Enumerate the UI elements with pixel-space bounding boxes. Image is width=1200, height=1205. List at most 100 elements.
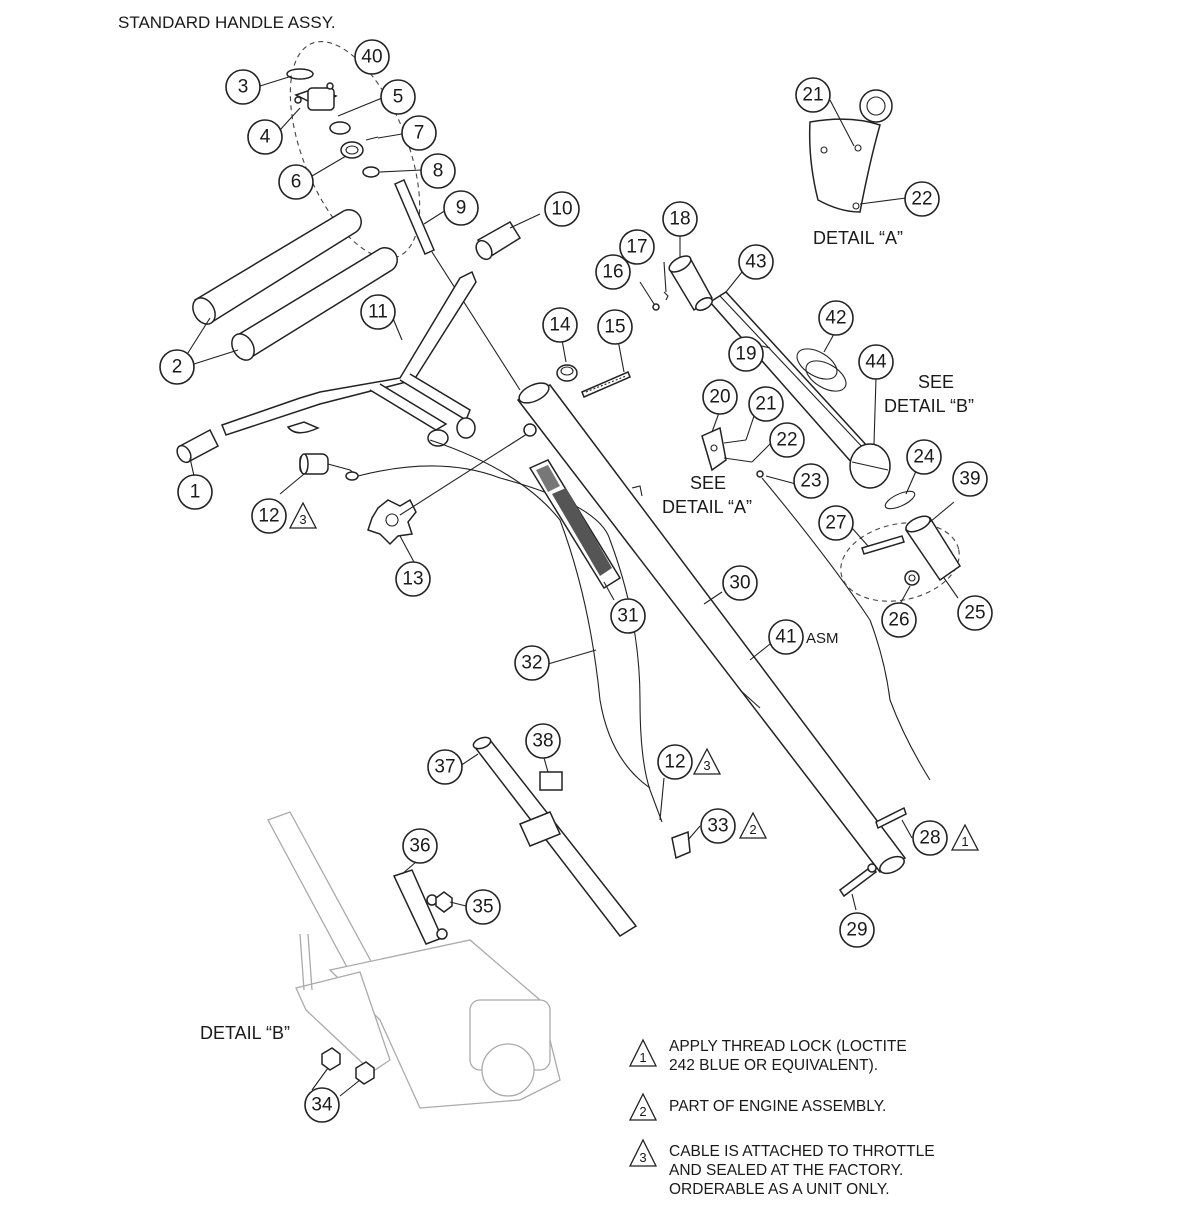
cable-32-path (429, 439, 651, 789)
svg-text:32: 32 (521, 653, 542, 674)
nut-35-part (435, 891, 453, 913)
svg-text:3: 3 (639, 1150, 646, 1165)
bolt-29-part (838, 863, 878, 898)
svg-text:10: 10 (551, 199, 572, 220)
callout-15: 15 (597, 309, 633, 345)
svg-text:21: 21 (802, 85, 823, 106)
callout-12-top: 12 (251, 498, 287, 534)
callout-25: 25 (957, 595, 993, 631)
svg-text:33: 33 (707, 816, 728, 837)
svg-text:8: 8 (433, 161, 444, 182)
note-marker-12-bottom: 3 (692, 747, 722, 775)
svg-text:27: 27 (825, 513, 846, 534)
svg-text:12: 12 (258, 506, 279, 527)
callout-21-detail: 21 (795, 77, 831, 113)
callout-22-detail: 22 (904, 181, 940, 217)
tube-19-part (668, 255, 883, 473)
svg-text:34: 34 (311, 1095, 333, 1116)
svg-text:1: 1 (639, 1050, 646, 1065)
main-handle-tube-part (516, 382, 907, 875)
callout-31: 31 (610, 598, 646, 634)
callout-43: 43 (738, 244, 774, 280)
svg-text:39: 39 (959, 469, 980, 490)
svg-text:17: 17 (626, 237, 647, 258)
svg-text:6: 6 (291, 172, 302, 193)
note-marker-12-top: 3 (288, 501, 318, 529)
svg-text:22: 22 (911, 189, 932, 210)
throttle-housing-part (286, 68, 521, 391)
nut-33-part (671, 830, 691, 860)
svg-text:11: 11 (368, 302, 388, 323)
callout-6: 6 (278, 164, 314, 200)
callout-29: 29 (839, 912, 875, 948)
callout-30: 30 (722, 565, 758, 601)
svg-text:13: 13 (402, 569, 423, 590)
asm-label: ASM (806, 630, 839, 647)
see-detail-b-line2: DETAIL “B” (884, 396, 974, 416)
throttle-body-39-part (861, 515, 962, 586)
callout-35: 35 (465, 889, 501, 925)
callout-19: 19 (728, 336, 764, 372)
detail-b-label: DETAIL “B” (200, 1023, 290, 1043)
ring-42-part (796, 348, 847, 392)
callout-32: 32 (514, 645, 550, 681)
note-3-line1: CABLE IS ATTACHED TO THROTTLE (669, 1143, 935, 1160)
callout-21-mid: 21 (748, 386, 784, 422)
svg-text:1: 1 (961, 834, 968, 849)
grip-1-part (176, 428, 219, 464)
decal-part (528, 459, 622, 590)
callout-38: 38 (525, 723, 561, 759)
svg-text:1: 1 (190, 482, 201, 503)
svg-text:40: 40 (361, 47, 382, 68)
handle-grip-part (192, 209, 398, 361)
callout-11: 11 (360, 294, 396, 330)
callout-22-mid: 22 (769, 422, 805, 458)
callout-36: 36 (402, 828, 438, 864)
svg-text:2: 2 (639, 1104, 646, 1119)
ring-24-part (884, 490, 916, 510)
note-2-marker: 2 (628, 1092, 658, 1121)
svg-text:41: 41 (775, 627, 796, 648)
svg-text:24: 24 (913, 447, 935, 468)
callout-39: 39 (952, 461, 988, 497)
svg-text:19: 19 (735, 344, 756, 365)
callout-26: 26 (881, 602, 917, 638)
fitting-14-part (556, 364, 578, 382)
lower-tube-37-part (472, 736, 638, 937)
callout-9: 9 (443, 190, 479, 226)
note-marker-28: 1 (950, 823, 980, 851)
see-detail-a-line2: DETAIL “A” (662, 497, 752, 517)
detail-a-label: DETAIL “A” (813, 228, 903, 248)
callout-27: 27 (818, 505, 854, 541)
detail-a-drawing (808, 89, 893, 213)
callout-10: 10 (544, 191, 580, 227)
callout-2: 2 (159, 349, 195, 385)
svg-text:42: 42 (825, 308, 846, 329)
cable-23-part (756, 470, 931, 781)
callout-3: 3 (225, 69, 261, 105)
svg-text:3: 3 (238, 77, 249, 98)
callout-41: 41 (768, 619, 804, 655)
note-3-line2: AND SEALED AT THE FACTORY. (669, 1162, 903, 1179)
callout-28: 28 (912, 820, 948, 856)
svg-text:38: 38 (532, 731, 553, 752)
note-3: 3 CABLE IS ATTACHED TO THROTTLE AND SEAL… (628, 1138, 935, 1198)
svg-text:2: 2 (749, 822, 756, 837)
svg-text:16: 16 (602, 262, 623, 283)
callout-40: 40 (354, 39, 390, 75)
callout-13: 13 (395, 561, 431, 597)
svg-text:2: 2 (172, 357, 183, 378)
callout-1: 1 (177, 474, 213, 510)
callout-4: 4 (247, 119, 283, 155)
note-3-line3: ORDERABLE AS A UNIT ONLY. (669, 1181, 890, 1198)
callout-14: 14 (542, 307, 578, 343)
note-1: 1 APPLY THREAD LOCK (LOCTITE 242 BLUE OR… (628, 1038, 907, 1074)
bolt-15-part (581, 371, 631, 398)
cup-44-part (849, 443, 891, 489)
callout-42: 42 (818, 300, 854, 336)
nut-34-part (321, 1047, 375, 1085)
callout-23: 23 (793, 463, 829, 499)
callout-8: 8 (420, 153, 456, 189)
